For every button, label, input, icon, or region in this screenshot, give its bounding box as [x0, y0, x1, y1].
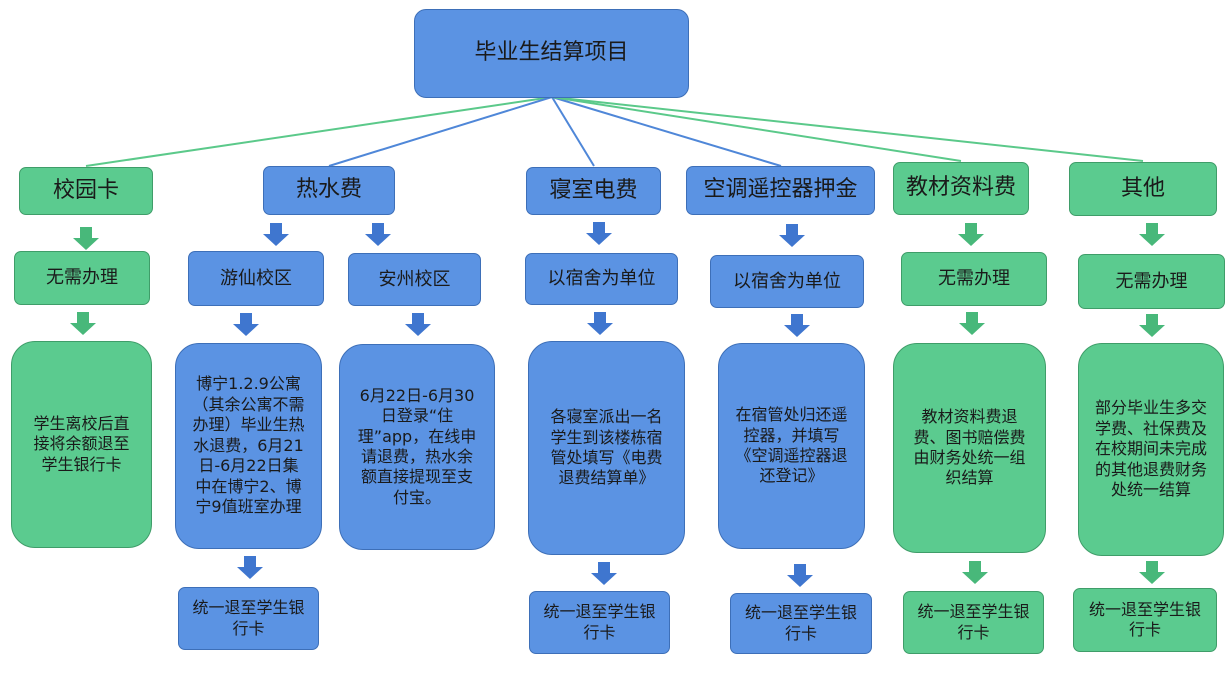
step-dorm-electricity: 以宿舍为单位 [525, 253, 678, 305]
connector-other [551, 96, 1144, 162]
connector-ac-remote [551, 96, 782, 167]
result-textbook: 统一退至学生银行卡 [903, 591, 1044, 654]
category-hot-water: 热水费 [263, 166, 395, 215]
detail-campus-card: 学生离校后直接将余额退至学生银行卡 [11, 341, 152, 548]
category-textbook: 教材资料费 [893, 162, 1029, 215]
category-campus-card: 校园卡 [19, 167, 153, 215]
step-ac-remote: 以宿舍为单位 [710, 255, 864, 308]
detail-textbook: 教材资料费退费、图书赔偿费由财务处统一组织结算 [893, 343, 1046, 553]
category-dorm-electricity: 寝室电费 [526, 167, 661, 215]
result-youxian-campus: 统一退至学生银行卡 [178, 587, 319, 650]
result-other: 统一退至学生银行卡 [1073, 588, 1217, 652]
connector-textbook [551, 96, 962, 162]
result-ac-remote: 统一退至学生银行卡 [730, 593, 872, 654]
step-other: 无需办理 [1078, 254, 1225, 309]
connector-campus-card [85, 96, 553, 167]
detail-dorm-electricity: 各寝室派出一名学生到该楼栋宿管处填写《电费退费结算单》 [528, 341, 685, 555]
detail-other: 部分毕业生多交学费、社保费及在校期间未完成的其他退费财务处统一结算 [1078, 343, 1224, 556]
detail-ac-remote: 在宿管处归还遥控器，并填写《空调遥控器退还登记》 [718, 343, 865, 549]
result-dorm-electricity: 统一退至学生银行卡 [529, 591, 670, 654]
step-youxian-campus: 游仙校区 [188, 251, 324, 306]
root-node: 毕业生结算项目 [414, 9, 689, 98]
detail-youxian-campus: 博宁1.2.9公寓（其余公寓不需办理）毕业生热水退费，6月21日-6月22日集中… [175, 343, 322, 549]
step-campus-card: 无需办理 [14, 251, 150, 305]
detail-anzhou-campus: 6月22日-6月30日登录“住理”app，在线申请退费，热水余额直接提现至支付宝… [339, 344, 495, 550]
category-ac-remote: 空调遥控器押金 [686, 166, 875, 215]
category-other: 其他 [1069, 162, 1217, 216]
connector-dorm-electricity [551, 96, 595, 167]
step-textbook: 无需办理 [901, 252, 1047, 306]
step-anzhou-campus: 安州校区 [348, 253, 481, 306]
connector-hot-water [328, 96, 553, 167]
